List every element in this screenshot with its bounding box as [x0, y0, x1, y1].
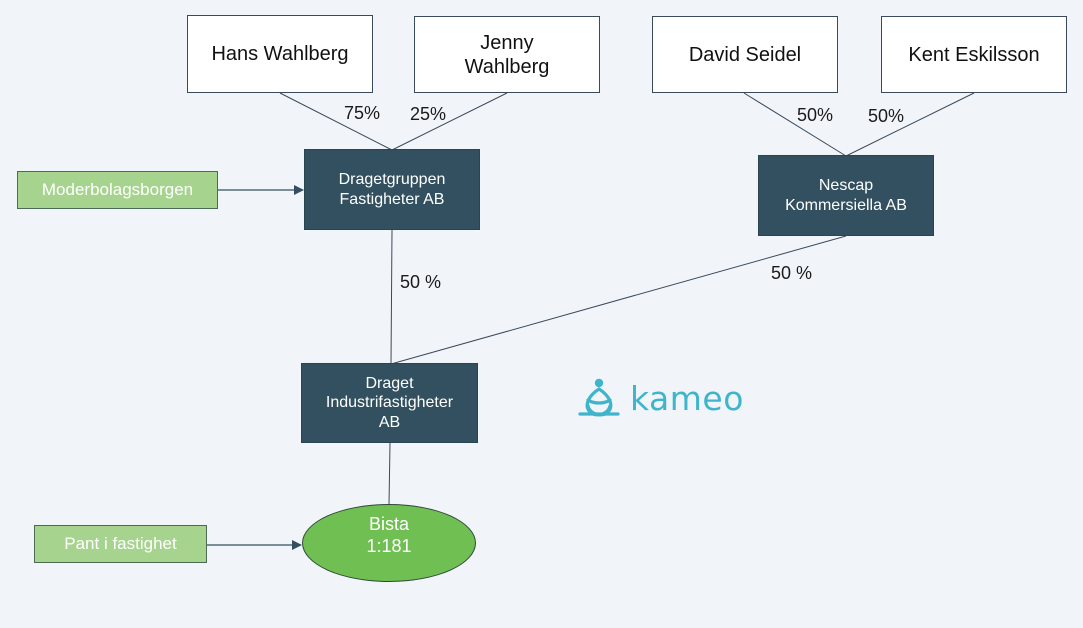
line-kent-nescap — [845, 92, 975, 157]
property-bista: Bista 1:181 — [302, 504, 476, 582]
pct-dragetgruppen: 50 % — [400, 272, 442, 292]
line-david-nescap — [743, 92, 847, 157]
security-parent-guarantee: Moderbolagsborgen — [17, 171, 218, 209]
owner-hans-wahlberg: Hans Wahlberg — [187, 15, 373, 93]
owner-david-seidel: David Seidel — [652, 16, 838, 93]
company-nescap: Nescap Kommersiella AB — [758, 155, 934, 236]
line-jenny-dragetgruppen — [391, 92, 508, 151]
pct-hans: 75% — [344, 103, 381, 123]
pct-nescap: 50 % — [771, 263, 813, 283]
company-draget-industrifastigheter: Draget Industrifastigheter AB — [301, 363, 478, 443]
security-mortgage: Pant i fastighet — [34, 525, 207, 563]
company-label: Nescap Kommersiella AB — [785, 177, 907, 214]
property-label: Bista 1:181 — [366, 514, 412, 556]
kameo-logo-text: kameo — [630, 378, 744, 418]
pct-kent: 50% — [868, 106, 905, 126]
line-nescap-draget — [390, 235, 847, 365]
owner-jenny-wahlberg: Jenny Wahlberg — [414, 16, 600, 93]
pct-jenny: 25% — [410, 104, 447, 124]
line-hans-dragetgruppen — [279, 92, 393, 151]
kameo-knot-icon — [578, 378, 620, 417]
line-dragetgruppen-draget — [390, 229, 393, 365]
owner-label: Hans Wahlberg — [211, 43, 349, 65]
company-label: Dragetgruppen Fastigheter AB — [338, 171, 446, 208]
owner-label: Kent Eskilsson — [908, 43, 1040, 66]
pct-david: 50% — [797, 105, 834, 125]
security-label: Moderbolagsborgen — [41, 179, 194, 199]
owner-kent-eskilsson: Kent Eskilsson — [881, 16, 1067, 93]
security-label: Pant i fastighet — [64, 533, 177, 553]
company-label: Draget Industrifastigheter AB — [325, 375, 454, 431]
kameo-logo: kameo — [574, 376, 744, 420]
line-draget-bista — [388, 442, 391, 506]
company-dragetgruppen: Dragetgruppen Fastigheter AB — [304, 149, 480, 230]
owner-label: Jenny Wahlberg — [464, 31, 550, 78]
owner-label: David Seidel — [688, 43, 802, 66]
